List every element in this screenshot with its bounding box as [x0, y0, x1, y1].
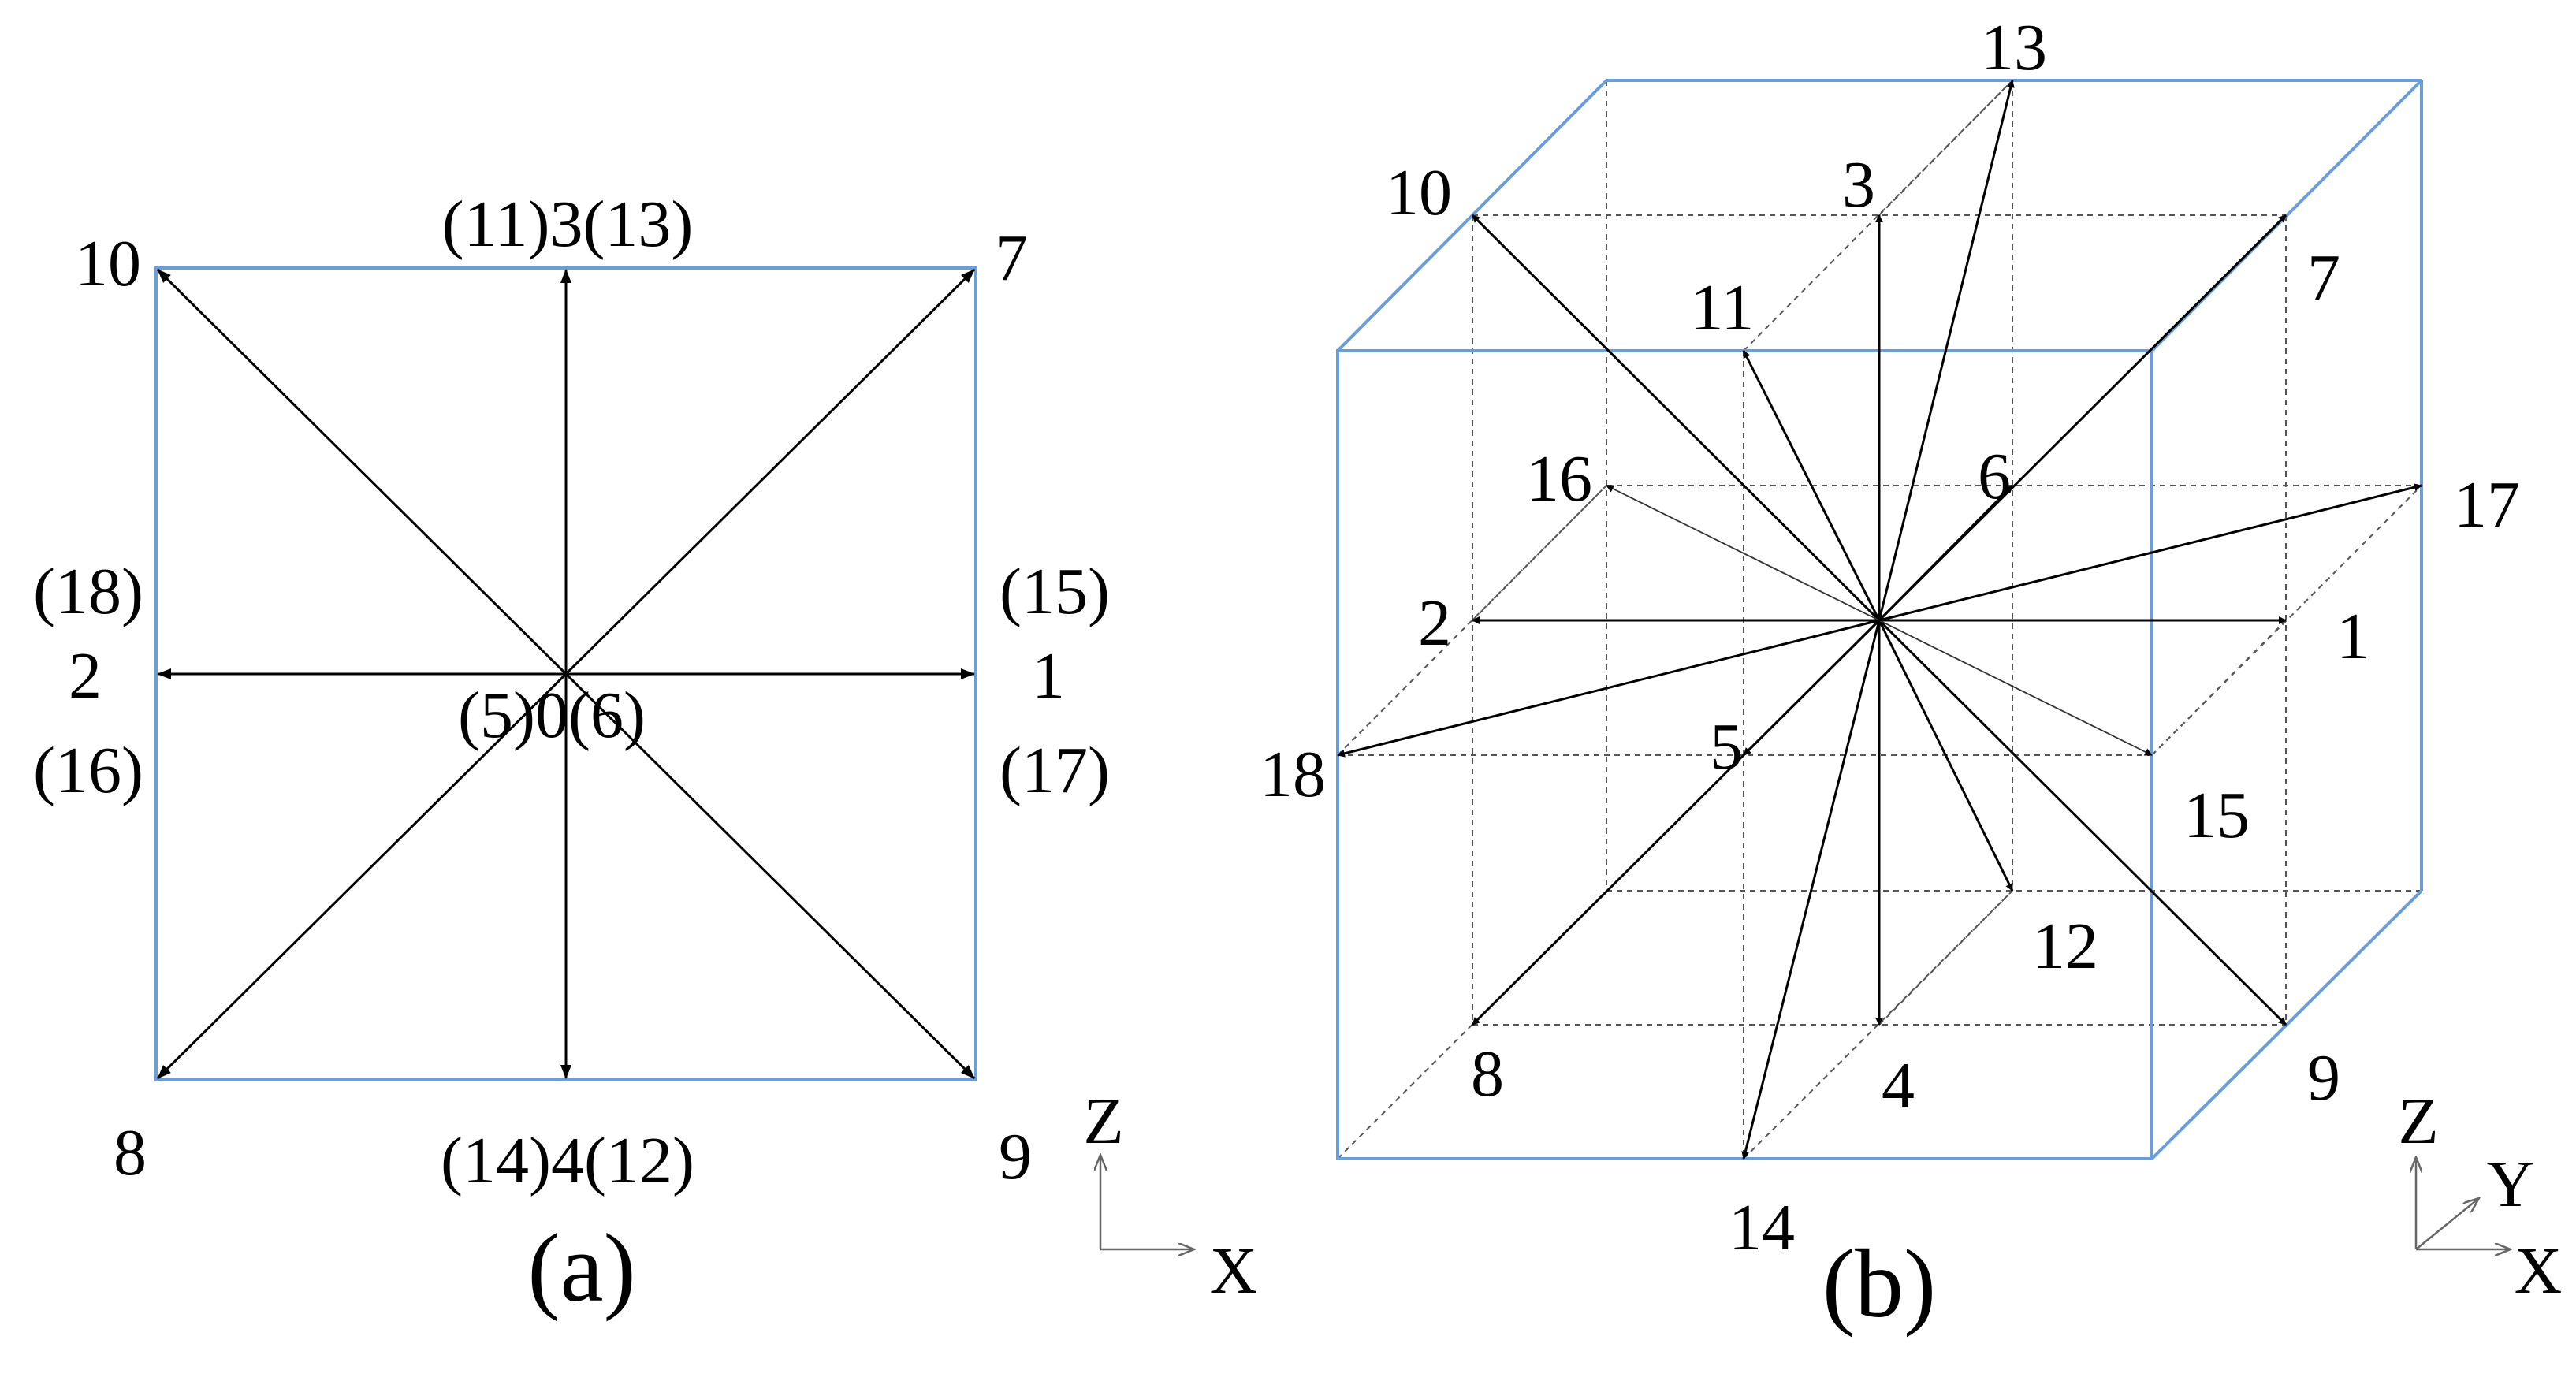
- label-a-right-upper: (15): [1000, 555, 1110, 628]
- label-b-1: 1: [2336, 600, 2369, 673]
- label-b-7: 7: [2307, 241, 2340, 315]
- label-a-top-right: 7: [995, 221, 1028, 295]
- vector-b-17: [1878, 483, 2422, 622]
- vector-a-8: [156, 672, 568, 1080]
- panel-a-vectors: [156, 268, 976, 1080]
- axis-b-y-label: Y: [2487, 1148, 2535, 1221]
- vector-a-10: [156, 268, 568, 676]
- label-b-17: 17: [2454, 468, 2520, 542]
- label-b-16: 16: [1526, 442, 1592, 516]
- label-b-5: 5: [1710, 710, 1743, 784]
- caption-a: (a): [527, 1214, 636, 1322]
- label-b-6: 6: [1978, 440, 2011, 513]
- axes-b: Z Y X: [2398, 1085, 2562, 1308]
- axis-b-y: [2415, 1198, 2479, 1250]
- label-a-top-center: (11)3(13): [442, 188, 694, 261]
- label-b-15: 15: [2183, 779, 2250, 852]
- label-a-bottom-center: (14)4(12): [441, 1124, 694, 1197]
- label-b-3: 3: [1842, 148, 1875, 221]
- panel-a-square: [154, 266, 977, 1081]
- vector-b-11: [1742, 350, 1881, 621]
- label-a-bottom-right: 9: [999, 1120, 1032, 1193]
- label-b-8: 8: [1471, 1037, 1504, 1111]
- vector-a-7: [564, 268, 976, 676]
- label-b-9: 9: [2307, 1041, 2340, 1115]
- vector-b-16: [1606, 485, 1880, 621]
- panel-b: 1 2 3 4 5 6 7 8 9 10 11 12 13 14 15 16 1…: [1260, 11, 2562, 1338]
- axes-a: Z X: [1083, 1085, 1257, 1308]
- label-b-12: 12: [2032, 910, 2098, 983]
- label-b-11: 11: [1691, 271, 1755, 344]
- axis-b-z-label: Z: [2398, 1085, 2438, 1158]
- axis-b-x-label: X: [2515, 1234, 2563, 1308]
- vector-b-8: [1471, 619, 1881, 1026]
- label-a-top-left: 10: [75, 227, 141, 300]
- label-a-left-mid: 2: [69, 639, 102, 713]
- axis-a-z-label: Z: [1083, 1085, 1123, 1158]
- label-b-4: 4: [1882, 1049, 1915, 1122]
- vector-b-7: [1878, 214, 2288, 622]
- panel-a: 10 (11)3(13) 7 (18) 2 (16) (5)0(6) (15) …: [33, 188, 1257, 1322]
- vector-b-12: [1878, 620, 2014, 892]
- label-b-13: 13: [1981, 11, 2047, 84]
- vector-b-10: [1471, 214, 1881, 622]
- label-a-bottom-left: 8: [114, 1116, 147, 1189]
- label-b-14: 14: [1729, 1191, 1795, 1264]
- vector-b-9: [1878, 619, 2288, 1026]
- label-a-left-upper: (18): [33, 555, 143, 628]
- vector-b-13: [1878, 80, 2015, 621]
- panel-b-labels: 1 2 3 4 5 6 7 8 9 10 11 12 13 14 15 16 1…: [1260, 11, 2520, 1264]
- label-b-10: 10: [1386, 156, 1452, 229]
- panel-a-labels: 10 (11)3(13) 7 (18) 2 (16) (5)0(6) (15) …: [33, 188, 1110, 1197]
- label-a-center: (5)0(6): [458, 679, 646, 752]
- label-a-right-lower: (17): [1000, 734, 1110, 807]
- axis-a-x-label: X: [1210, 1234, 1258, 1308]
- cube-edge-tr: [2150, 79, 2423, 352]
- label-b-18: 18: [1260, 738, 1326, 811]
- label-b-2: 2: [1418, 586, 1451, 660]
- vector-a-9: [564, 672, 976, 1080]
- label-a-left-lower: (16): [33, 734, 143, 807]
- cube-edge-br: [2150, 889, 2423, 1160]
- caption-b: (b): [1822, 1230, 1937, 1338]
- panel-b-vectors: [1337, 80, 2422, 1160]
- vector-b-14: [1741, 620, 1881, 1160]
- label-a-right-mid: 1: [1032, 639, 1065, 713]
- vector-b-15: [1878, 620, 2153, 756]
- vector-b-18: [1337, 619, 1880, 758]
